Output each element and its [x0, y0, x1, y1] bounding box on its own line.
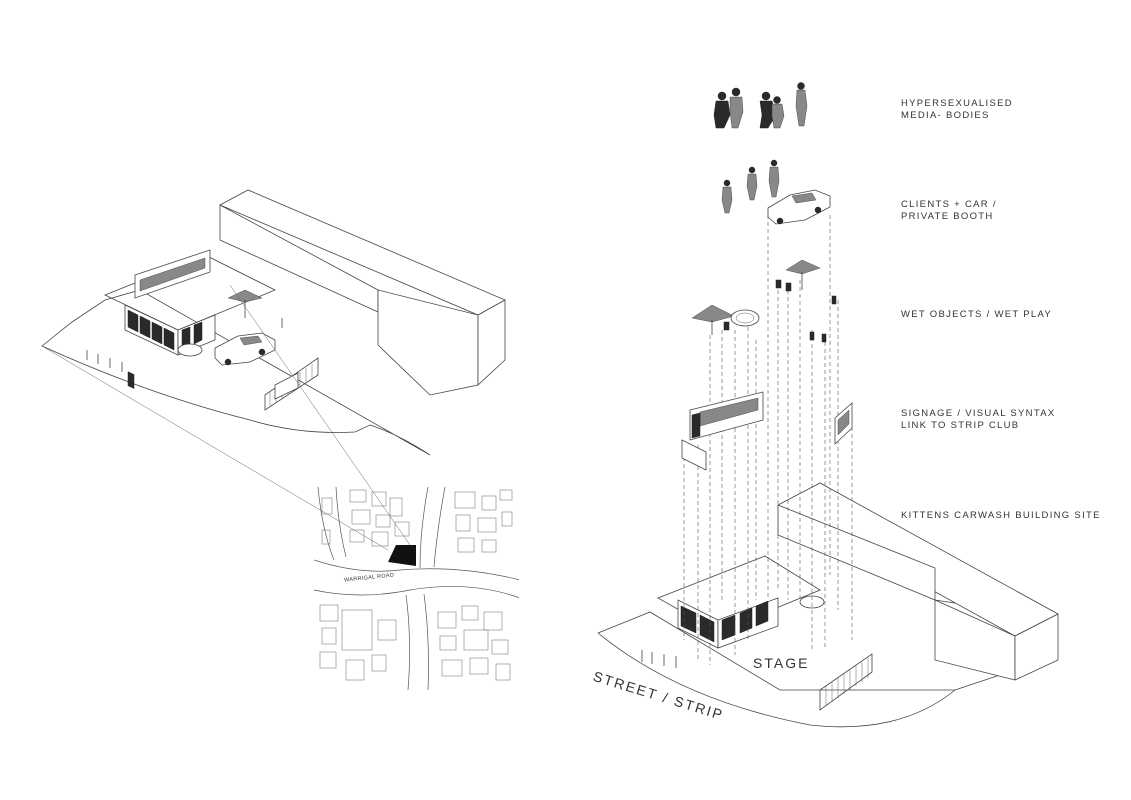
label-wet-objects: WET OBJECTS / WET PLAY — [901, 309, 1053, 320]
bollard-icon — [723, 279, 837, 343]
block-roof — [777, 482, 1059, 637]
fence-icon — [264, 357, 319, 411]
block-face-right — [477, 299, 506, 386]
block-face-right — [1014, 613, 1059, 681]
tub-icon — [730, 309, 760, 327]
figure-icon — [713, 82, 808, 129]
car-icon — [214, 332, 276, 366]
label-media-bodies: HYPERSEXUALISED MEDIA- BODIES — [901, 98, 1013, 121]
ground-plane — [41, 289, 431, 456]
umbrella-icon — [691, 259, 821, 335]
umbrella-icon — [227, 289, 263, 318]
fence-icon — [819, 653, 873, 711]
tub-icon — [177, 343, 203, 357]
right-exploded-axonometric — [597, 82, 1059, 728]
label-signage: SIGNAGE / VISUAL SYNTAX LINK TO STRIP CL… — [901, 408, 1056, 431]
bollard-icon — [641, 650, 677, 668]
billboard-icon — [681, 391, 853, 471]
left-site-axonometric — [41, 189, 506, 456]
bollard-icon — [86, 318, 283, 372]
label-stage: STAGE — [753, 655, 810, 671]
projection-lines — [683, 215, 853, 665]
site-plan-map — [314, 487, 519, 690]
label-clients: CLIENTS + CAR / PRIVATE BOOTH — [901, 199, 997, 222]
building-windows — [127, 309, 203, 389]
car-icon — [767, 189, 831, 225]
site-highlight — [388, 545, 416, 566]
building-windows — [680, 600, 769, 643]
connector-line — [229, 284, 413, 549]
block-face-front — [377, 289, 479, 396]
label-site: KITTENS CARWASH BUILDING SITE — [901, 510, 1101, 521]
figure-icon — [721, 159, 780, 214]
connector-line — [41, 345, 389, 551]
